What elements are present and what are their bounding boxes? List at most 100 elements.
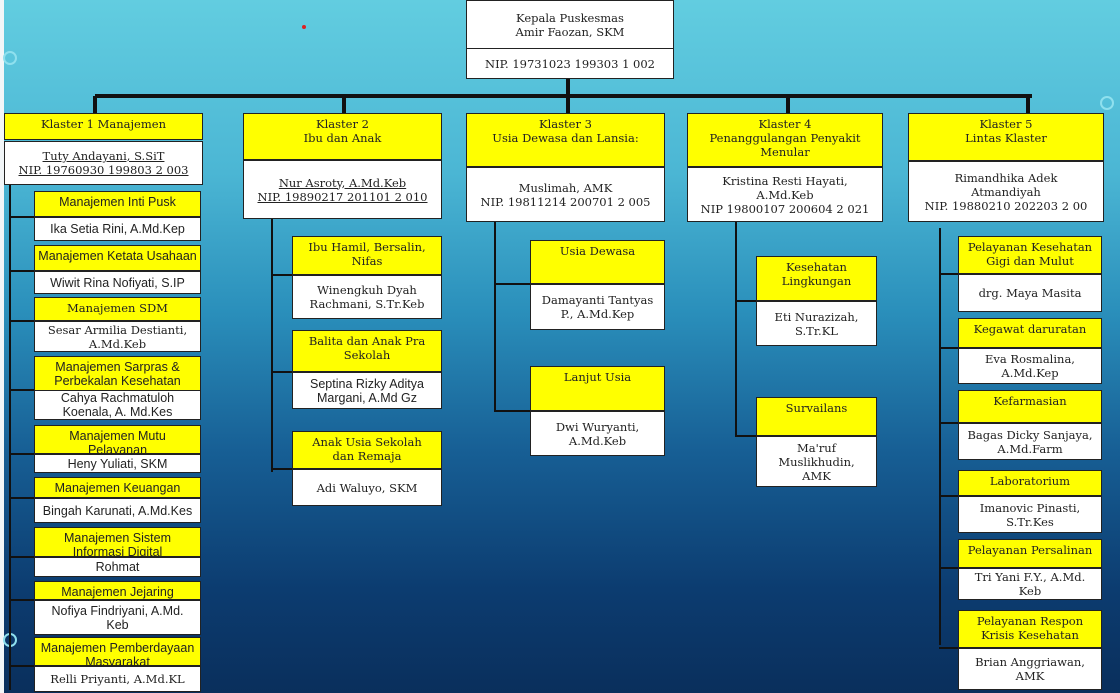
connector-line [271,219,273,472]
unit-header[interactable]: Manajemen Pemberdayaan Masyarakat [34,637,201,666]
connector-line [735,222,737,436]
unit-header-text: Usia Dewasa [559,244,636,258]
unit-person[interactable]: Ma'ruf Muslikhudin, AMK [756,436,877,487]
connector-line [566,96,570,113]
unit-header[interactable]: Manajemen SDM [34,297,201,321]
unit-person[interactable]: drg. Maya Masita [958,274,1102,312]
unit-person[interactable]: Wiwit Rina Nofiyati, S.IP [34,271,201,294]
klaster-4-header-text: Klaster 4 Penanggulangan Penyakit Menula… [709,117,861,159]
klaster-5-header-text: Klaster 5 Lintas Klaster [965,117,1047,145]
unit-header-text: Manajemen Sarpras & Perbekalan Kesehatan [54,360,181,388]
unit-header-text: Kesehatan Lingkungan [781,260,852,288]
unit-person[interactable]: Winengkuh Dyah Rachmani, S.Tr.Keb [292,275,442,319]
connector-line [9,453,34,455]
head-nip-box: NIP. 19731023 199303 1 002 [466,48,674,79]
connector-line [1026,96,1030,113]
unit-header[interactable]: Kesehatan Lingkungan [756,256,877,301]
unit-header-text: Laboratorium [989,474,1071,488]
unit-person[interactable]: Bingah Karunati, A.Md.Kes [34,498,201,523]
unit-person[interactable]: Ika Setia Rini, A.Md.Kep [34,217,201,241]
unit-header[interactable]: Ibu Hamil, Bersalin, Nifas [292,236,442,275]
klaster-3-head[interactable]: Muslimah, AMK NIP. 19811214 200701 2 005 [466,167,665,222]
unit-person[interactable]: Adi Waluyo, SKM [292,469,442,506]
unit-header[interactable]: Survailans [756,397,877,436]
unit-header[interactable]: Manajemen Ketata Usahaan [34,245,201,271]
connector-line [271,274,292,276]
klaster-2-head[interactable]: Nur Asroty, A.Md.Keb NIP. 19890217 20110… [243,160,442,219]
unit-person-text: Eti Nurazizah, S.Tr.KL [774,309,859,338]
connector-line [271,371,292,373]
unit-person[interactable]: Imanovic Pinasti, S.Tr.Kes [958,496,1102,533]
unit-header[interactable]: Anak Usia Sekolah dan Remaja [292,431,442,469]
unit-person-text: Rohmat [95,560,140,574]
unit-header[interactable]: Pelayanan Persalinan [958,539,1102,568]
unit-person[interactable]: Damayanti Tantyas P., A.Md.Kep [530,284,665,330]
unit-person-text: Wiwit Rina Nofiyati, S.IP [50,275,185,290]
klaster-1-header[interactable]: Klaster 1 Manajemen [4,113,203,140]
unit-header[interactable]: Kegawat daruratan [958,318,1102,348]
unit-person-text: Damayanti Tantyas P., A.Md.Kep [541,293,654,321]
unit-person[interactable]: Septina Rizky Aditya Margani, A.Md Gz [292,372,442,409]
unit-person[interactable]: Tri Yani F.Y., A.Md. Keb [958,568,1102,600]
klaster-5-head[interactable]: Rimandhika Adek Atmandiyah NIP. 19880210… [908,161,1104,222]
klaster-1-head[interactable]: Tuty Andayani, S.SiT NIP. 19760930 19980… [4,141,203,185]
connector-line [939,228,941,645]
unit-person-text: Bagas Dicky Sanjaya, A.Md.Farm [967,427,1093,456]
unit-person[interactable]: Eva Rosmalina, A.Md.Kep [958,348,1102,384]
klaster-5-header[interactable]: Klaster 5 Lintas Klaster [908,113,1104,161]
unit-header[interactable]: Manajemen Mutu Pelayanan [34,425,201,454]
unit-person[interactable]: Relli Priyanti, A.Md.KL [34,666,201,692]
klaster-4-head[interactable]: Kristina Resti Hayati, A.Md.Keb NIP 1980… [687,167,883,222]
unit-header-text: Ibu Hamil, Bersalin, Nifas [308,240,426,268]
klaster-1-header-text: Klaster 1 Manajemen [41,117,166,131]
klaster-4-header[interactable]: Klaster 4 Penanggulangan Penyakit Menula… [687,113,883,167]
connector-line [271,468,292,470]
unit-person[interactable]: Cahya Rachmatuloh Koenala, A. Md.Kes [34,390,201,420]
klaster-3-header-text: Klaster 3 Usia Dewasa dan Lansia: [492,117,639,145]
unit-header[interactable]: Manajemen Inti Pusk [34,191,201,217]
unit-header[interactable]: Laboratorium [958,470,1102,496]
connector-line [9,216,34,218]
unit-header[interactable]: Lanjut Usia [530,366,665,411]
unit-person-text: Adi Waluyo, SKM [316,480,418,495]
unit-header[interactable]: Manajemen Keuangan [34,477,201,498]
unit-header-text: Manajemen Inti Pusk [59,195,176,209]
connector-line [786,96,790,113]
unit-person[interactable]: Brian Anggriawan, AMK [958,648,1102,690]
unit-header[interactable]: Pelayanan Respon Krisis Kesehatan [958,610,1102,648]
unit-person[interactable]: Rohmat [34,557,201,577]
unit-person-text: Tri Yani F.Y., A.Md. Keb [974,570,1086,598]
unit-header[interactable]: Kefarmasian [958,390,1102,423]
klaster-4-head-text: Kristina Resti Hayati, A.Md.Keb NIP 1980… [700,173,870,216]
unit-person-text: Bingah Karunati, A.Md.Kes [42,503,193,518]
connector-line [9,665,34,667]
unit-header[interactable]: Pelayanan Kesehatan Gigi dan Mulut [958,236,1102,274]
connector-line [939,567,958,569]
unit-header-text: Manajemen Keuangan [54,481,181,495]
unit-header-text: Manajemen SDM [67,301,168,315]
connector-line [735,300,756,302]
unit-person[interactable]: Heny Yuliati, SKM [34,454,201,473]
unit-person[interactable]: Dwi Wuryanti, A.Md.Keb [530,411,665,456]
unit-person[interactable]: Bagas Dicky Sanjaya, A.Md.Farm [958,423,1102,460]
unit-header[interactable]: Balita dan Anak Pra Sekolah [292,330,442,372]
klaster-3-header[interactable]: Klaster 3 Usia Dewasa dan Lansia: [466,113,665,167]
unit-header[interactable]: Manajemen Sistem Informasi Digital [34,527,201,557]
unit-person[interactable]: Eti Nurazizah, S.Tr.KL [756,301,877,346]
unit-header-text: Pelayanan Persalinan [967,543,1093,557]
unit-person[interactable]: Sesar Armilia Destianti, A.Md.Keb [34,321,201,352]
unit-header-text: Pelayanan Respon Krisis Kesehatan [976,614,1084,642]
connector-line [735,435,756,437]
unit-header[interactable]: Manajemen Jejaring [34,581,201,600]
unit-header-text: Manajemen Ketata Usahaan [38,249,197,263]
connector-line [9,497,34,499]
klaster-2-header[interactable]: Klaster 2 Ibu dan Anak [243,113,442,160]
unit-header[interactable]: Usia Dewasa [530,240,665,284]
unit-person[interactable]: Nofiya Findriyani, A.Md. Keb [34,600,201,635]
unit-header-text: Survailans [785,401,848,415]
circle-decoration-icon [3,51,17,65]
unit-header[interactable]: Manajemen Sarpras & Perbekalan Kesehatan [34,356,201,391]
unit-person-text: Winengkuh Dyah Rachmani, S.Tr.Keb [309,283,425,311]
connector-line [9,320,34,322]
